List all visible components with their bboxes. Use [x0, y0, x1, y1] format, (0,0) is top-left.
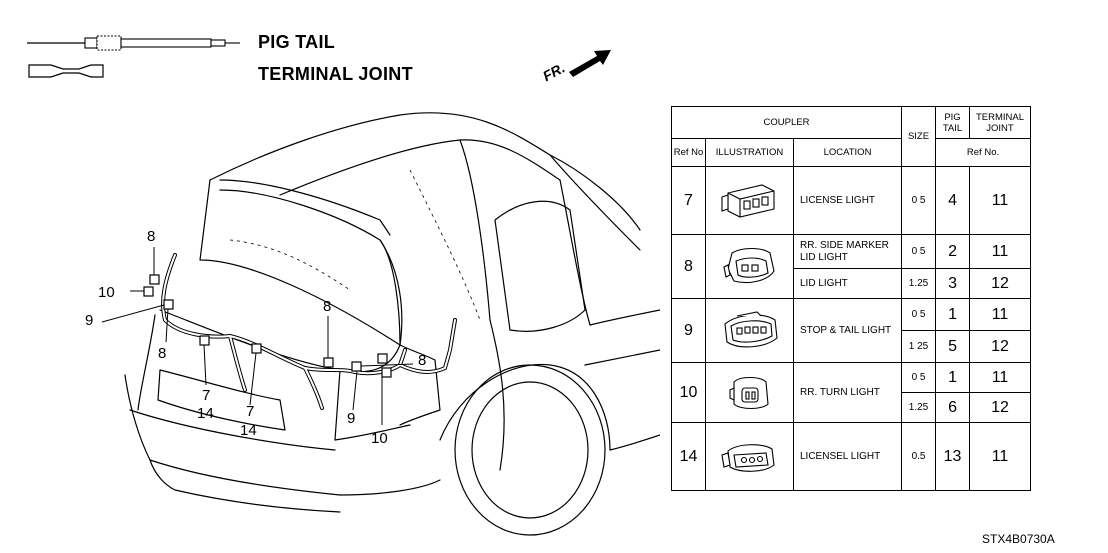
- illustration-header: ILLUSTRATION: [705, 138, 794, 167]
- pig-tail-cell: 3: [935, 268, 971, 299]
- front-arrow-icon: [569, 50, 611, 77]
- pig-tail-cell: 1: [935, 298, 971, 331]
- location-header: LOCATION: [792, 138, 903, 167]
- illustration-cell: [705, 298, 794, 363]
- callout-14: 14: [240, 422, 257, 439]
- callout-9: 9: [347, 410, 356, 427]
- terminal-joint-cell: 12: [969, 268, 1032, 299]
- callout-10: 10: [371, 430, 388, 447]
- size-header: SIZE: [901, 106, 937, 167]
- ref-no-right-header: Ref No.: [935, 138, 1032, 167]
- callout-14: 14: [197, 405, 214, 422]
- ref-cell: 7: [671, 166, 706, 235]
- terminal-joint-cell: 11: [969, 422, 1032, 491]
- terminal-joint-cell: 12: [969, 392, 1032, 423]
- location-cell: RR. SIDE MARKER LID LIGHT: [792, 234, 903, 269]
- diagram-code: STX4B0730A: [982, 532, 1055, 546]
- table-row: 7 LICENSE LIGHT 0 5 4 11: [671, 166, 1032, 235]
- pig-tail-cell: 2: [935, 234, 971, 269]
- vehicle-rear-diagram: [101, 112, 660, 536]
- table-row: 8 RR. SIDE MARKER LID LIGHT 0 5 2 11: [671, 234, 1032, 299]
- size-cell: 1.25: [901, 268, 937, 299]
- terminal-joint-cell: 11: [969, 166, 1032, 235]
- table-row: 14 LICENSEL LIGHT 0.5 13 11: [671, 422, 1032, 491]
- size-cell: 0 5: [901, 166, 937, 235]
- callout-8: 8: [323, 298, 332, 315]
- pig-tail-header: PIG TAIL: [935, 106, 971, 139]
- callout-8: 8: [147, 228, 156, 245]
- callout-8: 8: [158, 345, 167, 362]
- location-cell: LICENSEL LIGHT: [792, 422, 903, 491]
- ref-cell: 9: [671, 298, 706, 363]
- licensel-light-connector-icon: [720, 443, 775, 472]
- location-cell: RR. TURN LIGHT: [792, 362, 903, 423]
- illustration-cell: [705, 166, 794, 235]
- terminal-joint-cell: 11: [969, 234, 1032, 269]
- ref-cell: 14: [671, 422, 706, 491]
- turn-light-connector-icon: [728, 376, 769, 409]
- terminal-joint-cell: 12: [969, 330, 1032, 363]
- license-light-connector-icon: [720, 183, 775, 218]
- table-row: 9 STOP & TAIL LIGHT 0 5 1 11: [671, 298, 1032, 363]
- ref-cell: 10: [671, 362, 706, 423]
- pig-tail-cell: 13: [935, 422, 971, 491]
- callout-7: 7: [246, 403, 255, 420]
- stop-tail-connector-icon: [723, 310, 778, 347]
- pig-tail-cell: 6: [935, 392, 971, 423]
- front-direction-label: FR.: [540, 59, 568, 85]
- size-cell: 1.25: [901, 392, 937, 423]
- callout-7: 7: [202, 387, 211, 404]
- pig-tail-cell: 1: [935, 362, 971, 393]
- size-cell: 0 5: [901, 362, 937, 393]
- side-marker-connector-icon: [722, 247, 775, 283]
- illustration-cell: [705, 362, 794, 423]
- coupler-table: COUPLER SIZE PIG TAIL TERMINAL JOINT Ref…: [670, 106, 1032, 491]
- size-cell: 0 5: [901, 298, 937, 331]
- terminal-joint-cell: 11: [969, 362, 1032, 393]
- location-cell: LID LIGHT: [792, 268, 903, 299]
- size-cell: 1 25: [901, 330, 937, 363]
- table-row: 10 RR. TURN LIGHT 0 5 1 11: [671, 362, 1032, 423]
- table-row: 1.25 6 12: [672, 392, 1032, 423]
- terminal-joint-legend-label: TERMINAL JOINT: [258, 64, 413, 84]
- terminal-joint-cell: 11: [969, 298, 1032, 331]
- size-cell: 0 5: [901, 234, 937, 269]
- coupler-header: COUPLER: [670, 106, 903, 139]
- pig-tail-legend-label: PIG TAIL: [258, 32, 336, 52]
- ref-no-header: Ref No: [671, 138, 706, 167]
- pig-tail-icon: [27, 35, 240, 78]
- terminal-joint-header: TERMINAL JOINT: [969, 106, 1032, 139]
- location-cell: STOP & TAIL LIGHT: [792, 298, 903, 363]
- illustration-cell: [705, 422, 794, 491]
- callout-9: 9: [85, 312, 94, 329]
- size-cell: 0.5: [901, 422, 937, 491]
- pig-tail-cell: 4: [935, 166, 971, 235]
- location-cell: LICENSE LIGHT: [792, 166, 903, 235]
- pig-tail-cell: 5: [935, 330, 971, 363]
- callout-10: 10: [98, 284, 115, 301]
- illustration-cell: [705, 234, 794, 299]
- terminal-joint-icon: [28, 64, 104, 78]
- ref-cell: 8: [671, 234, 706, 299]
- callout-8: 8: [418, 352, 427, 369]
